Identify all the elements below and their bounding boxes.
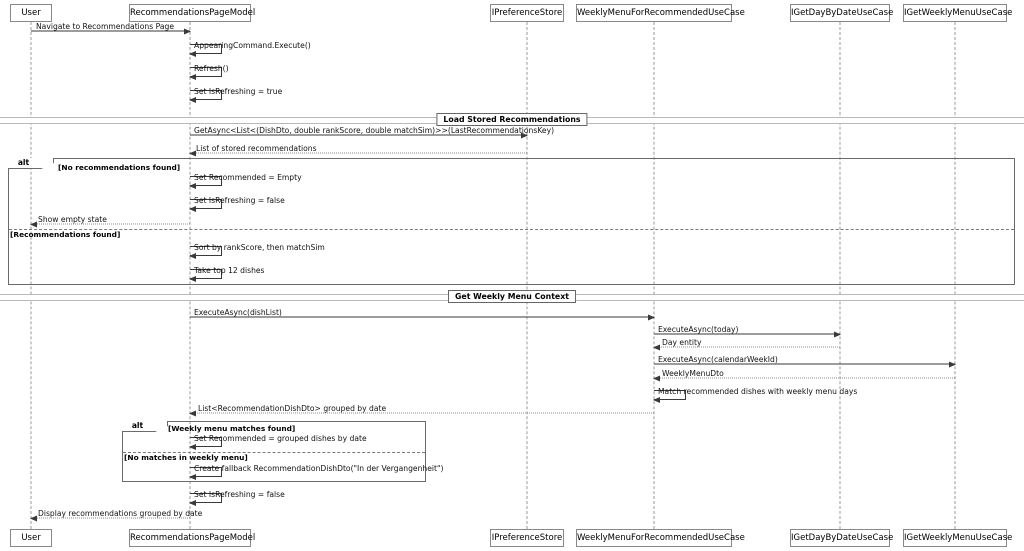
message-label-m8: Set IsRefreshing = false bbox=[194, 196, 285, 205]
lifeline-daybydate bbox=[839, 22, 841, 529]
message-label-m21: Set IsRefreshing = false bbox=[194, 490, 285, 499]
arrowhead-left bbox=[189, 474, 196, 480]
message-label-m22: Display recommendations grouped by date bbox=[38, 509, 203, 518]
message-line-m5 bbox=[190, 132, 528, 138]
divider-label-d1: Load Stored Recommendations bbox=[436, 113, 588, 126]
message-line-m6 bbox=[189, 150, 527, 156]
lifeline-pagemodel bbox=[189, 22, 191, 529]
message-label-m16: WeeklyMenuDto bbox=[662, 369, 724, 378]
header-participant-daybydate[interactable]: IGetDayByDateUseCase bbox=[790, 4, 893, 22]
lifeline-user bbox=[30, 22, 32, 529]
message-label-m18: List<RecommendationDishDto> grouped by d… bbox=[198, 404, 387, 413]
footer-participant-weeklyuc[interactable]: WeeklyMenuForRecommendedUseCase bbox=[576, 529, 745, 547]
arrowhead-right bbox=[949, 361, 956, 367]
message-label-m11: Take top 12 dishes bbox=[194, 266, 265, 275]
arrowhead-left bbox=[30, 515, 37, 521]
arrowhead-left bbox=[30, 221, 37, 227]
message-label-m17: Match recommended dishes with weekly men… bbox=[658, 387, 858, 396]
message-line-m12 bbox=[190, 314, 655, 320]
lifeline-prefstore bbox=[526, 22, 528, 529]
fragment-outer-alt bbox=[8, 158, 1015, 285]
arrowhead-right bbox=[521, 132, 528, 138]
self-message-m3 bbox=[189, 67, 222, 80]
lifeline-weeklyuc bbox=[653, 22, 655, 529]
header-participant-prefstore[interactable]: IPreferenceStore bbox=[490, 4, 564, 22]
message-line-m1 bbox=[31, 28, 191, 34]
arrowhead-left bbox=[189, 183, 196, 189]
footer-participant-user[interactable]: User bbox=[10, 529, 52, 547]
message-label-m4: Set IsRefreshing = true bbox=[194, 87, 283, 96]
message-label-m20: Create fallback RecommendationDishDto("I… bbox=[194, 464, 444, 473]
fragment-condition-inner-alt-0: [Weekly menu matches found] bbox=[168, 424, 296, 433]
fragment-condition-outer-alt-0: [No recommendations found] bbox=[58, 163, 181, 172]
divider-label-d2: Get Weekly Menu Context bbox=[448, 290, 576, 303]
arrowhead-right bbox=[184, 28, 191, 34]
self-message-m8 bbox=[189, 199, 222, 212]
arrowhead-left bbox=[189, 74, 196, 80]
footer-participant-prefstore[interactable]: IPreferenceStore bbox=[490, 529, 564, 547]
arrowhead-left bbox=[189, 253, 196, 259]
footer-participant-daybydate[interactable]: IGetDayByDateUseCase bbox=[790, 529, 893, 547]
arrowhead-left bbox=[189, 410, 196, 416]
self-message-m10 bbox=[189, 246, 222, 259]
header-participant-weeklymenu[interactable]: IGetWeeklyMenuUseCase bbox=[903, 4, 1012, 22]
fragment-operator-inner-alt: alt bbox=[122, 421, 168, 432]
lifeline-weeklymenu bbox=[954, 22, 956, 529]
arrowhead-left bbox=[189, 276, 196, 282]
message-label-m7: Set Recommended = Empty bbox=[194, 173, 302, 182]
arrowhead-right bbox=[834, 331, 841, 337]
message-label-m13: ExecuteAsync(today) bbox=[658, 325, 739, 334]
message-label-m12: ExecuteAsync(dishList) bbox=[194, 308, 282, 317]
arrowhead-left bbox=[653, 397, 660, 403]
arrowhead-left bbox=[189, 97, 196, 103]
arrowhead-left bbox=[189, 51, 196, 57]
arrowhead-right bbox=[648, 314, 655, 320]
message-label-m10: Sort by rankScore, then matchSim bbox=[194, 243, 325, 252]
self-message-m17 bbox=[653, 390, 686, 403]
arrowhead-left bbox=[189, 150, 196, 156]
message-line-m18 bbox=[189, 410, 654, 416]
header-participant-user[interactable]: User bbox=[10, 4, 52, 22]
message-label-m1: Navigate to Recommendations Page bbox=[36, 22, 174, 31]
message-label-m5: GetAsync<List<(DishDto, double rankScore… bbox=[194, 126, 555, 135]
self-message-m7 bbox=[189, 176, 222, 189]
message-line-m14 bbox=[653, 344, 840, 350]
message-label-m3: Refresh() bbox=[194, 64, 229, 73]
fragment-separator-inner-alt-1 bbox=[123, 452, 425, 453]
arrowhead-left bbox=[653, 344, 660, 350]
footer-participant-weeklymenu[interactable]: IGetWeeklyMenuUseCase bbox=[903, 529, 1012, 547]
self-message-m4 bbox=[189, 90, 222, 103]
message-label-m6: List of stored recommendations bbox=[196, 144, 317, 153]
arrowhead-left bbox=[653, 375, 660, 381]
arrowhead-left bbox=[189, 500, 196, 506]
message-label-m19: Set Recommended = grouped dishes by date bbox=[194, 434, 367, 443]
message-label-m15: ExecuteAsync(calendarWeekId) bbox=[658, 355, 778, 364]
message-label-m2: AppearingCommand.Execute() bbox=[194, 41, 311, 50]
message-label-m9: Show empty state bbox=[38, 215, 107, 224]
header-participant-pagemodel[interactable]: RecommendationsPageModel bbox=[129, 4, 255, 22]
header-participant-weeklyuc[interactable]: WeeklyMenuForRecommendedUseCase bbox=[576, 4, 745, 22]
message-line-m16 bbox=[653, 375, 955, 381]
arrowhead-left bbox=[189, 206, 196, 212]
arrowhead-left bbox=[189, 444, 196, 450]
fragment-condition-inner-alt-1: [No matches in weekly menu] bbox=[124, 453, 248, 462]
fragment-condition-outer-alt-1: [Recommendations found] bbox=[10, 230, 121, 239]
self-message-m19 bbox=[189, 437, 222, 450]
message-line-m22 bbox=[30, 515, 190, 521]
self-message-m11 bbox=[189, 269, 222, 282]
message-line-m15 bbox=[654, 361, 956, 367]
footer-participant-pagemodel[interactable]: RecommendationsPageModel bbox=[129, 529, 255, 547]
message-line-m9 bbox=[30, 221, 190, 227]
self-message-m2 bbox=[189, 44, 222, 57]
fragment-separator-outer-alt-1 bbox=[9, 229, 1014, 230]
message-line-m13 bbox=[654, 331, 841, 337]
self-message-m20 bbox=[189, 467, 222, 480]
self-message-m21 bbox=[189, 493, 222, 506]
fragment-operator-outer-alt: alt bbox=[8, 158, 54, 169]
message-label-m14: Day entity bbox=[662, 338, 702, 347]
